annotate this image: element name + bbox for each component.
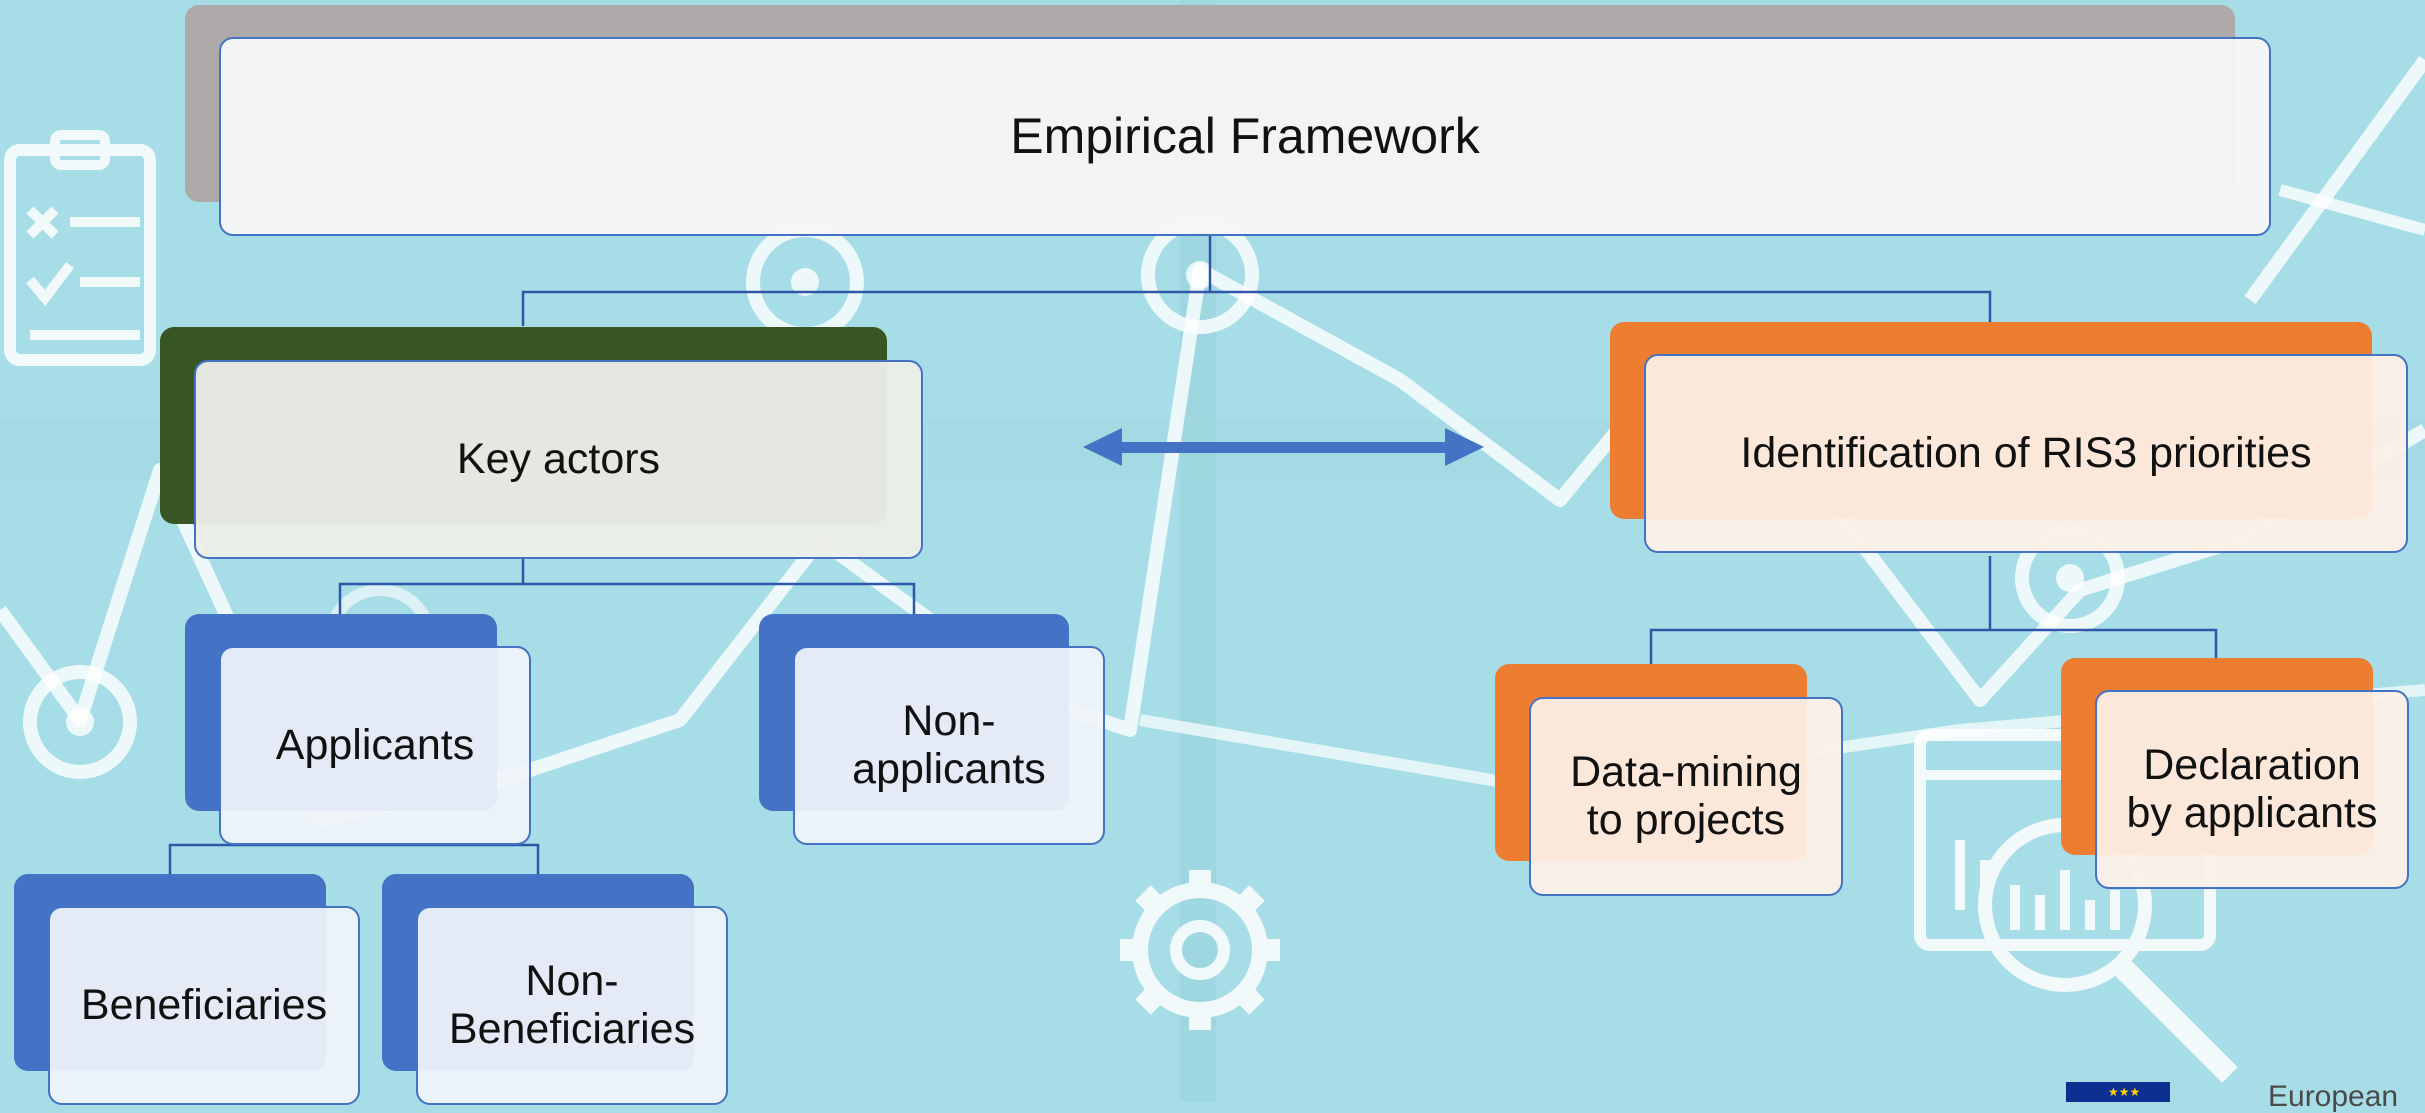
node-box: Identification of RIS3 priorities <box>1644 354 2408 553</box>
node-box: Declaration by applicants <box>2095 690 2409 889</box>
node-label-applicants: Applicants <box>275 720 475 769</box>
svg-text:★★★: ★★★ <box>2108 1085 2140 1099</box>
node-box: Beneficiaries <box>48 906 360 1105</box>
node-label-beneficiaries: Beneficiaries <box>80 980 328 1029</box>
node-label-data-mining: Data-mining to projects <box>1570 748 1802 844</box>
node-label-declaration: Declaration by applicants <box>2126 741 2378 837</box>
node-box: Non- Beneficiaries <box>416 906 728 1105</box>
node-label-empirical-framework: Empirical Framework <box>1010 108 1480 164</box>
node-box: Applicants <box>219 646 531 845</box>
node-box: Data-mining to projects <box>1529 697 1843 896</box>
eu-flag-logo: ★★★ <box>2066 1082 2170 1102</box>
connector-ris3-data-mining <box>1649 628 1990 664</box>
background-node-icon <box>23 665 137 779</box>
connector-ris3-declaration <box>1990 628 2218 658</box>
connector-root-key-actors <box>521 290 1210 326</box>
connector-root-ris3 <box>1210 290 1992 323</box>
clipboard-icon <box>4 130 156 366</box>
gear-icon <box>1120 870 1280 1030</box>
eu-logo-text: European <box>2268 1080 2399 1113</box>
connector-key-actors-applicants <box>338 582 523 614</box>
connector-key-actors-non-applicants <box>523 582 916 614</box>
node-label-key-actors: Key actors <box>456 434 661 483</box>
connector-applicants-beneficiaries <box>168 843 540 874</box>
bidirectional-arrow-icon <box>1083 428 1484 466</box>
node-box: Non- applicants <box>793 646 1105 845</box>
node-box: Empirical Framework <box>219 37 2271 236</box>
node-label-non-applicants: Non- applicants <box>852 697 1046 793</box>
node-label-ris3: Identification of RIS3 priorities <box>1740 428 2312 477</box>
node-label-non-beneficiaries: Non- Beneficiaries <box>448 957 696 1053</box>
node-box: Key actors <box>194 360 923 559</box>
